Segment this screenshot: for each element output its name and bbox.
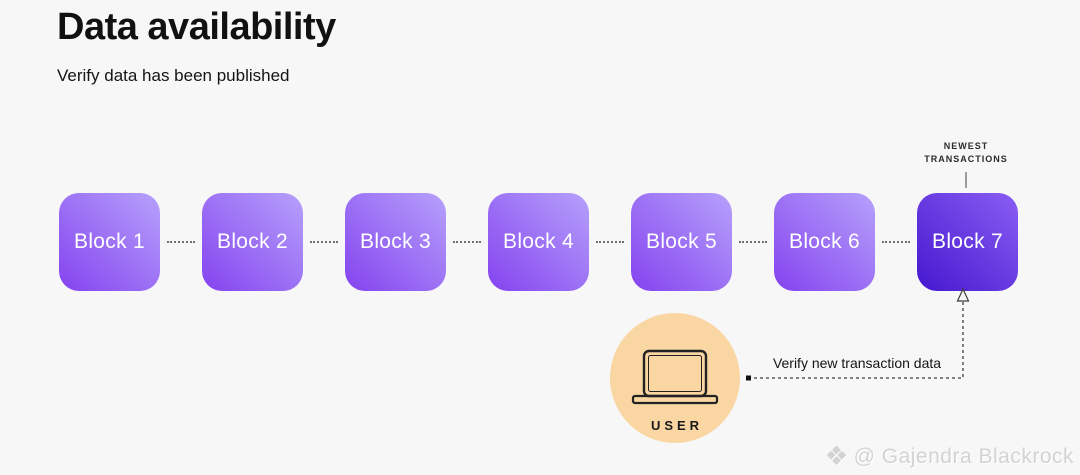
watermark: ❖ @ Gajendra Blackrock — [824, 443, 1074, 470]
binance-logo-icon: ❖ — [824, 441, 849, 471]
chain-connector — [167, 241, 195, 243]
chain-connector — [310, 241, 338, 243]
callout-connector-line — [965, 172, 967, 189]
verify-arrow-label: Verify new transaction data — [772, 355, 942, 371]
chain-connector — [596, 241, 624, 243]
watermark-text: @ Gajendra Blackrock — [853, 444, 1074, 468]
block-6: Block 6 — [774, 193, 875, 291]
block-5: Block 5 — [631, 193, 732, 291]
block-7: Block 7 — [917, 193, 1018, 291]
verify-arrow-path — [748, 301, 964, 379]
arrowhead-icon — [956, 287, 970, 302]
block-2: Block 2 — [202, 193, 303, 291]
newest-transactions-callout: NEWEST TRANSACTIONS — [896, 140, 1036, 189]
block-4: Block 4 — [488, 193, 589, 291]
chain-connector — [453, 241, 481, 243]
block-3: Block 3 — [345, 193, 446, 291]
chain-connector — [739, 241, 767, 243]
block-1: Block 1 — [59, 193, 160, 291]
laptop-icon — [631, 349, 719, 405]
chain-connector — [882, 241, 910, 243]
user-node: USER — [610, 313, 740, 443]
arrow-start-dot — [746, 375, 751, 381]
user-label: USER — [650, 418, 704, 433]
verify-arrow — [746, 287, 970, 381]
page-title: Data availability — [57, 6, 336, 48]
newest-transactions-label: NEWEST TRANSACTIONS — [924, 141, 1008, 165]
block-chain: Block 1 Block 2 Block 3 Block 4 Block 5 Block… — [59, 193, 1018, 291]
page-subtitle: Verify data has been published — [57, 66, 290, 85]
